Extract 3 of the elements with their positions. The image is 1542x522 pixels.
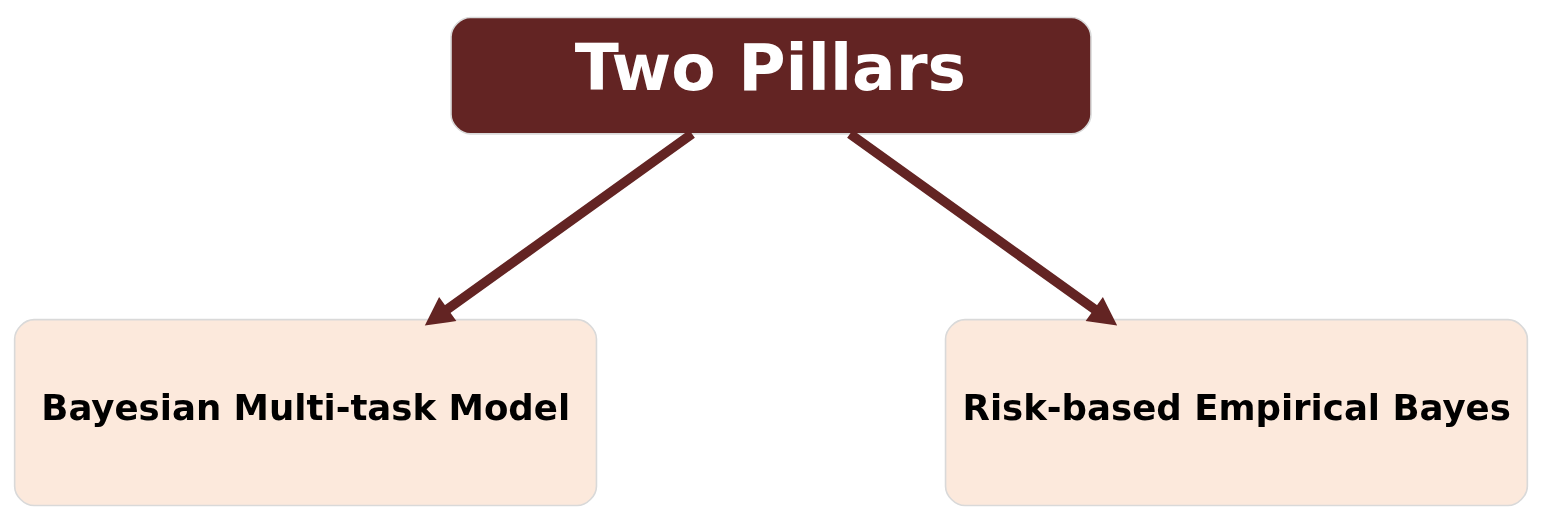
node-box: Risk-based Empirical Bayes xyxy=(944,318,1529,506)
node-box: Bayesian Multi-task Model xyxy=(13,318,598,506)
node-box: Two Pillars xyxy=(450,16,1092,135)
